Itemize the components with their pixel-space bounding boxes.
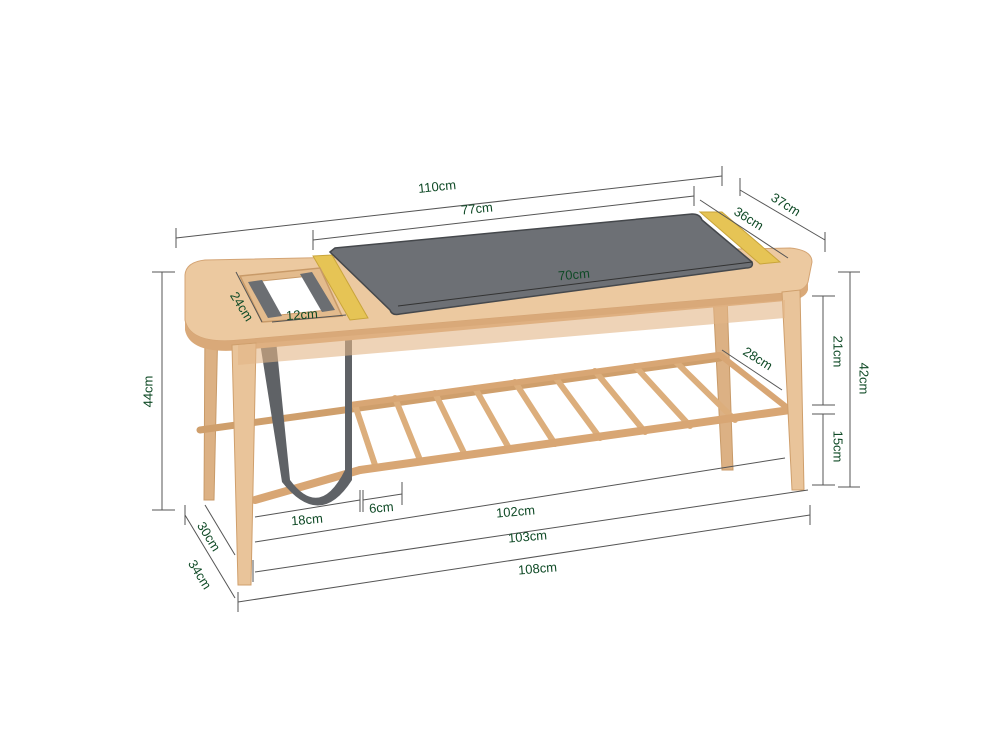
label-cushion-inner-length: 70cm [557, 265, 591, 284]
label-upper-clearance: 21cm [830, 335, 846, 368]
front-legs [231, 289, 805, 586]
felt-magazine-pocket [258, 330, 352, 506]
label-slat-spacing: 6cm [368, 498, 395, 517]
rack [196, 352, 794, 504]
label-inner-leg-span: 103cm [507, 527, 548, 546]
label-overall-top-length: 110cm [417, 177, 457, 196]
label-rack-height: 15cm [830, 430, 846, 463]
label-pocket-offset: 18cm [290, 510, 324, 529]
label-pocket-width: 12cm [285, 305, 319, 324]
label-rack-length: 102cm [495, 502, 536, 521]
felt-seat-cushion [328, 213, 754, 316]
brass-strips [312, 211, 782, 321]
label-outer-leg-span: 108cm [517, 559, 558, 578]
label-cushion-length: 77cm [460, 199, 494, 218]
label-total-height: 44cm [140, 375, 156, 408]
dimension-lines [152, 166, 860, 612]
pocket-opening [238, 267, 344, 323]
back-legs [203, 294, 734, 501]
front-apron [238, 300, 785, 365]
label-leg-height-to-rack: 42cm [856, 362, 872, 395]
